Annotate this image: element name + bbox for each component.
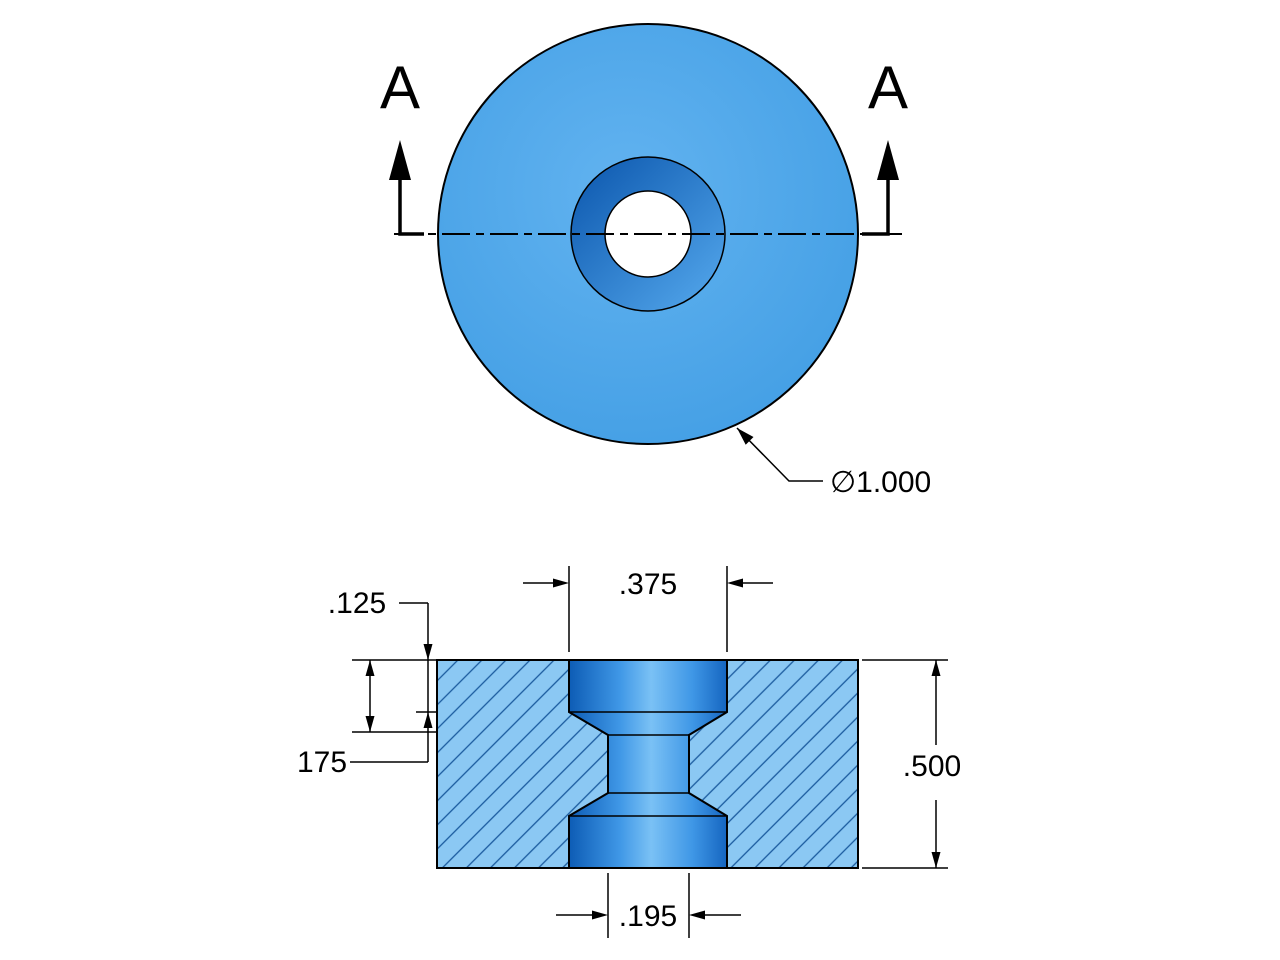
dimension-step-depth: 175 <box>297 660 437 779</box>
section-arrow-right: A <box>862 54 908 236</box>
overall-height-label: .500 <box>903 750 961 783</box>
dim-arrowhead <box>365 660 375 676</box>
counterbore-depth-label: .125 <box>328 587 386 620</box>
counterbore-width-label: .375 <box>619 568 677 601</box>
dim-arrowhead <box>727 578 743 588</box>
hole-width-label: .195 <box>619 900 677 933</box>
dim-arrowhead <box>931 660 941 676</box>
dim-arrowhead <box>689 910 705 920</box>
dimension-overall-height: .500 <box>862 659 961 869</box>
dimension-counterbore-width: .375 <box>523 566 773 652</box>
diameter-label: ∅1.000 <box>830 466 931 499</box>
section-arrow-left: A <box>380 54 424 236</box>
section-arrowhead-left <box>389 140 411 180</box>
dim-arrowhead <box>423 712 433 728</box>
dim-arrowhead <box>553 578 569 588</box>
section-view: .375 .125 175 <box>297 566 961 938</box>
top-view: A A ∅1.000 <box>380 23 931 499</box>
diameter-leader-arrowhead <box>737 428 754 445</box>
diameter-dimension: ∅1.000 <box>736 427 931 499</box>
dim-arrowhead <box>365 716 375 732</box>
section-label-left: A <box>380 54 420 121</box>
dimension-counterbore-depth: .125 <box>328 587 437 762</box>
dim-arrowhead <box>931 852 941 868</box>
step-depth-label: 175 <box>297 746 347 779</box>
section-arrowhead-right <box>877 140 899 180</box>
dim-arrowhead <box>592 910 608 920</box>
dimension-hole-width: .195 <box>556 873 741 938</box>
section-label-right: A <box>868 54 908 121</box>
dim-arrowhead <box>423 644 433 660</box>
